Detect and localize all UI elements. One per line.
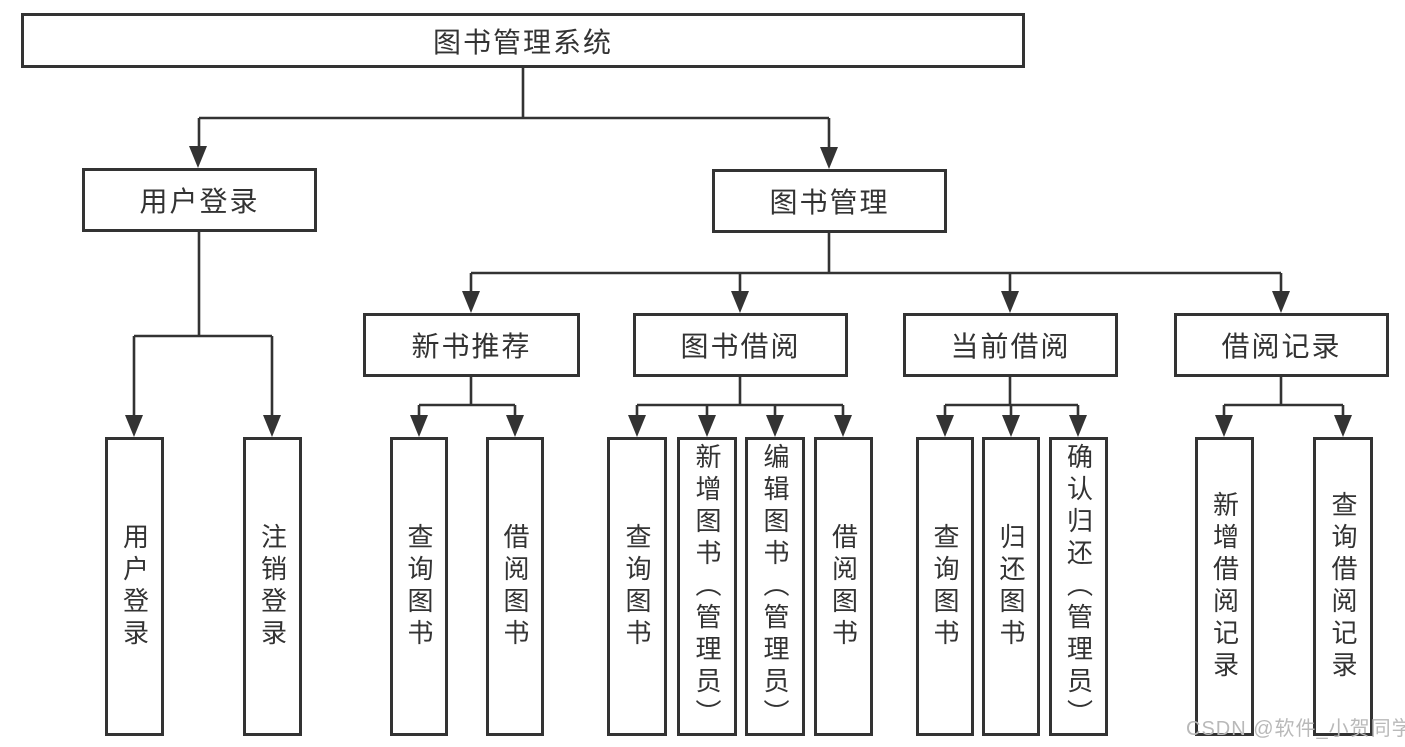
leaf-query-borrow-record: 查询借阅记录: [1313, 437, 1373, 736]
node-book-management: 图书管理: [712, 169, 947, 233]
node-borrow-record-label: 借阅记录: [1221, 331, 1342, 362]
node-new-book-recommend: 新书推荐: [363, 313, 580, 377]
leaf-query-book-borrow: 查询图书: [607, 437, 667, 736]
leaf-add-borrow-record: 新增借阅记录: [1195, 437, 1254, 736]
leaf-user-login-label: 用户登录: [119, 522, 150, 651]
leaf-return-book-label: 归还图书: [996, 522, 1026, 651]
leaf-query-book-current: 查询图书: [916, 437, 974, 736]
leaf-logout: 注销登录: [243, 437, 302, 736]
node-borrow-record: 借阅记录: [1174, 313, 1389, 377]
leaf-query-book-recommend: 查询图书: [390, 437, 448, 736]
leaf-borrow-book: 借阅图书: [814, 437, 873, 736]
leaf-edit-book-admin: 编辑图书（管理员）: [745, 437, 805, 736]
node-current-borrow: 当前借阅: [903, 313, 1118, 377]
connector-path: [132, 68, 1345, 421]
watermark: CSDN @软件_小贺同学: [1186, 718, 1405, 740]
leaf-query-book-recommend-label: 查询图书: [404, 522, 434, 651]
node-book-borrow-label: 图书借阅: [680, 331, 801, 362]
leaf-confirm-return-admin: 确认归还（管理员）: [1049, 437, 1108, 736]
leaf-add-borrow-record-label: 新增借阅记录: [1209, 490, 1240, 683]
leaf-add-book-admin-label: 新增图书（管理员）: [692, 442, 722, 731]
leaf-edit-book-admin-label: 编辑图书（管理员）: [760, 442, 790, 731]
leaf-borrow-book-recommend: 借阅图书: [486, 437, 544, 736]
leaf-logout-label: 注销登录: [257, 522, 288, 651]
node-root: 图书管理系统: [21, 13, 1025, 68]
node-root-label: 图书管理系统: [432, 26, 613, 58]
leaf-query-book-borrow-label: 查询图书: [622, 522, 652, 651]
node-user-login-label: 用户登录: [139, 186, 260, 217]
leaf-query-book-current-label: 查询图书: [930, 522, 960, 651]
leaf-add-book-admin: 新增图书（管理员）: [677, 437, 737, 736]
leaf-borrow-book-label: 借阅图书: [828, 522, 859, 651]
node-current-borrow-label: 当前借阅: [950, 331, 1071, 362]
leaf-query-borrow-record-label: 查询借阅记录: [1328, 490, 1358, 683]
leaf-user-login: 用户登录: [105, 437, 164, 736]
node-user-login: 用户登录: [82, 168, 317, 232]
node-book-management-label: 图书管理: [769, 187, 890, 218]
arrowheads: [125, 146, 1352, 437]
leaf-confirm-return-admin-label: 确认归还（管理员）: [1063, 442, 1094, 731]
node-book-borrow: 图书借阅: [633, 313, 848, 377]
leaf-borrow-book-recommend-label: 借阅图书: [500, 522, 530, 651]
node-new-book-recommend-label: 新书推荐: [411, 331, 532, 362]
leaf-return-book: 归还图书: [982, 437, 1040, 736]
